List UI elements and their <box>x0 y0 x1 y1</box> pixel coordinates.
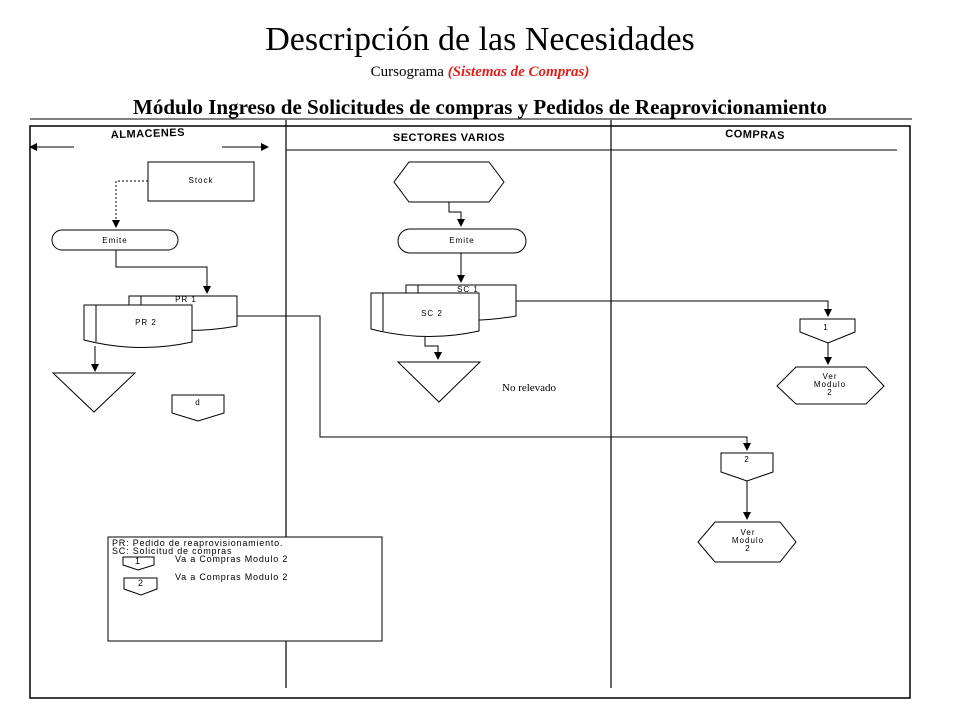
connector-2-label: 2 <box>744 455 749 464</box>
legend-item2-text: Va a Compras Modulo 2 <box>175 572 288 582</box>
subtitle-highlight: (Sistemas de Compras) <box>447 64 590 80</box>
pr1-to-connector2-arrow <box>237 315 751 451</box>
pr2-label: PR 2 <box>135 318 157 327</box>
legend-sc-definition: SC: Solicitud de compras <box>112 546 232 556</box>
emite-label-almacenes: Emite <box>102 236 127 245</box>
legend-connector-1-label: 1 <box>135 556 141 566</box>
page-title: Descripción de las Necesidades <box>265 21 695 58</box>
connector-d <box>171 394 225 422</box>
legend-item1-text: Va a Compras Modulo 2 <box>175 554 288 564</box>
module-heading: Módulo Ingreso de Solicitudes de compras… <box>133 95 827 119</box>
file-triangle-almacenes <box>51 372 137 413</box>
sc1-label: SC 1 <box>457 285 479 294</box>
sc2-label: SC 2 <box>421 309 443 318</box>
ver-modulo-hexagon-2 <box>697 521 797 563</box>
ver-modulo-1-line3: 2 <box>827 388 832 397</box>
ver-modulo-hexagon-1 <box>776 366 885 405</box>
lane-label-compras: COMPRAS <box>725 128 785 142</box>
page-subtitle: Cursograma (Sistemas de Compras) <box>0 64 960 81</box>
emite-to-pr1-arrow <box>115 250 211 294</box>
pr2-document <box>83 304 193 349</box>
start-hexagon <box>393 161 505 203</box>
subtitle-prefix: Cursograma <box>370 64 444 80</box>
sc2-to-file-arrow <box>424 336 442 360</box>
stock-rectangle <box>147 161 255 202</box>
emite-label-sectores: Emite <box>449 236 474 245</box>
ver-modulo-2-line3: 2 <box>745 544 750 553</box>
ver-modulo-1-line1: Ver <box>822 372 837 381</box>
ver-modulo-2-line2: Modulo <box>732 536 764 545</box>
pr1-label: PR 1 <box>175 295 197 304</box>
emite-process-almacenes <box>51 229 179 251</box>
stock-label: Stock <box>188 176 213 185</box>
emite-process-sectores <box>397 228 527 254</box>
ver-modulo-2-line1: Ver <box>740 528 755 537</box>
connector-d-label: d <box>195 398 200 407</box>
legend-connector-2-label: 2 <box>138 578 144 588</box>
legend-pr-definition: PR: Pedido de reaprovisionamiento. <box>112 538 283 548</box>
start-to-emite-arrow <box>448 202 465 227</box>
legend-connector-2 <box>123 577 158 596</box>
legend-connector-1 <box>122 556 155 571</box>
sc2-document <box>370 292 480 338</box>
file-triangle-sectores <box>396 361 482 403</box>
lane-label-sectores-varios: SECTORES VARIOS <box>393 132 505 144</box>
sc1-to-connector1-arrow <box>516 300 832 317</box>
ver-modulo-1-line2: Modulo <box>814 380 846 389</box>
diagram-frame <box>29 125 911 699</box>
no-relevado-note: No relevado <box>502 382 557 394</box>
stock-dashed-connector <box>112 180 148 228</box>
connector-2 <box>720 452 774 482</box>
lane-label-almacenes: ALMACENES <box>111 127 186 142</box>
connector-1 <box>799 318 856 344</box>
connector-1-label: 1 <box>823 323 828 332</box>
